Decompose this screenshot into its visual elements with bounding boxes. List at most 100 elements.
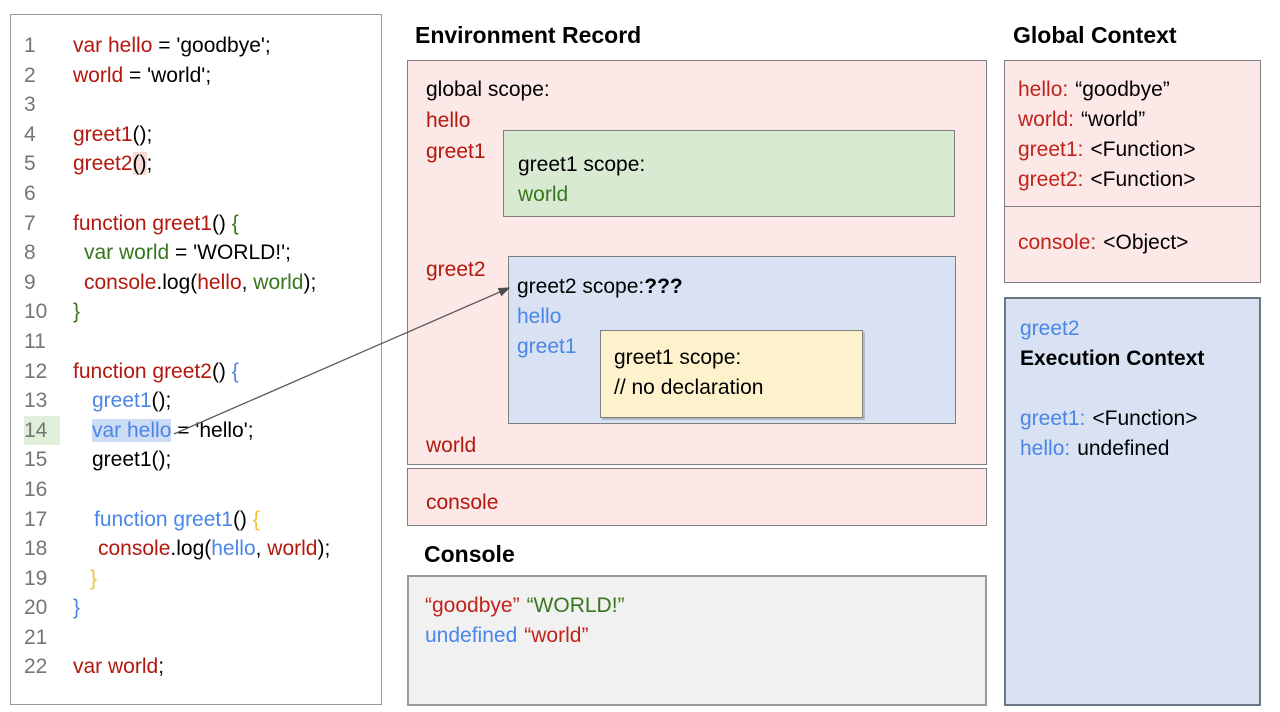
global-context-box: hello:“goodbye” world:“world” greet1:<Fu… [1004, 60, 1261, 207]
console-output-value: “WORLD!” [526, 594, 625, 617]
code-segment: greet1 [92, 389, 152, 413]
code-segment: , [241, 270, 254, 294]
code-segment: ); [303, 270, 317, 294]
gc-value: <Function> [1090, 138, 1196, 161]
code-text: var world; [60, 652, 164, 682]
console-line: “goodbye” “WORLD!” [425, 591, 985, 621]
global-context-console-box: console: <Object> [1004, 206, 1261, 283]
gc-value: <Function> [1090, 168, 1196, 191]
code-line-10: 10} [24, 297, 381, 327]
er-console-label: console [426, 491, 499, 514]
code-text: world = 'world'; [60, 61, 211, 91]
greet2-scope-unknown: ??? [644, 275, 683, 298]
code-line-22: 22 var world; [24, 652, 381, 682]
line-number: 10 [24, 300, 48, 324]
greet1-scope-entry: world [518, 183, 569, 206]
global-scope-label: global scope: [426, 78, 550, 101]
line-number: 3 [24, 93, 36, 117]
code-segment: = 'world'; [123, 63, 212, 87]
code-text: greet1(); [60, 445, 171, 475]
gc-key: world: [1018, 108, 1075, 131]
inner-greet1-scope-comment: // no declaration [614, 376, 764, 399]
console-output-value: “world” [524, 624, 589, 647]
code-segment: { [231, 359, 239, 383]
console-output-box: “goodbye” “WORLD!” undefined “world” [407, 575, 987, 706]
line-number: 16 [24, 477, 48, 501]
line-number: 11 [24, 329, 46, 353]
inner-greet1-scope-box: greet1 scope: // no declaration [600, 330, 863, 418]
gc-entry-world: world: “world” [1018, 105, 1260, 135]
gc-value: <Object> [1103, 231, 1189, 254]
line-number: 19 [24, 566, 48, 590]
code-segment: (); [132, 122, 153, 146]
code-segment: () [211, 211, 232, 235]
code-line-15: 15 greet1(); [24, 445, 381, 475]
code-text [60, 623, 73, 653]
greet1-scope-title: greet1 scope: [518, 153, 646, 176]
greet2-scope-title: greet2 scope: [517, 275, 645, 298]
console-title: Console [424, 541, 515, 567]
code-text: greet1(); [60, 386, 171, 416]
code-segment: = 'WORLD!'; [169, 241, 291, 265]
code-text: function greet2() { [60, 357, 239, 387]
code-segment: greet2 [73, 152, 133, 176]
er-greet1-label: greet1 [426, 140, 486, 163]
line-number: 4 [24, 122, 36, 146]
greet1-scope-box: greet1 scope: world [503, 130, 955, 217]
console-output-value: “goodbye” [425, 594, 520, 617]
greet2-scope-entry-greet1: greet1 [517, 335, 577, 358]
er-world-label: world [426, 434, 477, 457]
gc-entry-greet2: greet2:<Function> [1018, 165, 1260, 195]
code-line-6: 6 [24, 179, 381, 209]
code-text: greet2(); [60, 149, 152, 179]
greet2-scope-box: greet2 scope:??? hello greet1 greet1 sco… [508, 256, 956, 424]
code-line-20: 20} [24, 593, 381, 623]
line-number: 22 [24, 655, 48, 679]
gc-value: “world” [1081, 108, 1146, 131]
greet2-scope-entry-hello: hello [517, 305, 562, 328]
line-number: 6 [24, 181, 36, 205]
code-segment: greet1(); [92, 448, 172, 472]
code-segment: } [90, 566, 98, 590]
code-line-9: 9 console.log(hello, world); [24, 268, 381, 298]
ec-value: <Function> [1092, 407, 1198, 430]
ec-key: hello: [1020, 437, 1071, 460]
gc-key: console: [1018, 231, 1097, 254]
code-text: var world = 'WORLD!'; [60, 238, 291, 268]
code-line-13: 13 greet1(); [24, 386, 381, 416]
console-output-value: undefined [425, 624, 518, 647]
code-segment: hello [197, 270, 242, 294]
code-segment: (); [151, 389, 172, 413]
code-segment: var world [73, 655, 159, 679]
code-line-3: 3 [24, 90, 381, 120]
line-number: 9 [24, 270, 36, 294]
line-number: 13 [24, 389, 48, 413]
code-text: var hello = 'hello'; [60, 416, 254, 446]
code-segment: function greet2 [73, 359, 212, 383]
code-segment: world [253, 270, 304, 294]
code-text: console.log(hello, world); [60, 268, 316, 298]
global-context-title: Global Context [1013, 22, 1177, 48]
code-segment: } [73, 596, 81, 620]
code-segment: , [255, 537, 268, 561]
code-segment: = 'hello'; [171, 418, 254, 442]
code-text: var hello = 'goodbye'; [60, 31, 271, 61]
er-greet2-label: greet2 [426, 258, 486, 281]
code-segment: var hello [92, 418, 172, 442]
code-segment: { [252, 507, 260, 531]
gc-key: hello: [1018, 78, 1069, 101]
gc-key: greet1: [1018, 138, 1084, 161]
ec-fn-name: greet2 [1020, 317, 1080, 340]
code-segment: () [211, 359, 232, 383]
line-number: 20 [24, 596, 48, 620]
line-number: 15 [24, 448, 48, 472]
line-number: 1 [24, 34, 36, 57]
